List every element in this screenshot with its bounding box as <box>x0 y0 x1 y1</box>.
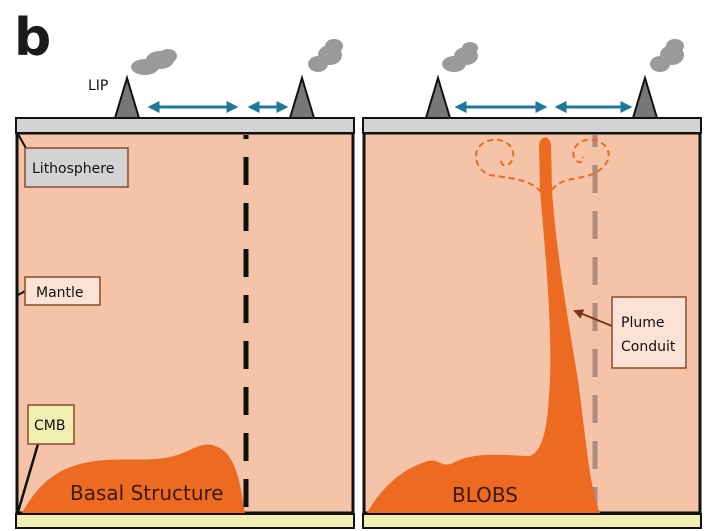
cloud-icon <box>442 42 478 72</box>
volcano-icon <box>424 74 452 119</box>
cloud-icon <box>308 39 343 72</box>
plume-label: Plume <box>621 315 664 331</box>
basal-structure-label: Basal Structure <box>70 481 224 505</box>
pointer-arrow <box>573 309 613 327</box>
leader-line <box>16 443 40 513</box>
blobs-label: BLOBS <box>452 483 518 507</box>
plume-head-swirls <box>475 138 610 193</box>
conduit-label: Conduit <box>621 339 676 355</box>
cmb-layer <box>362 513 702 529</box>
cloud-icon <box>131 49 177 75</box>
basal-structure <box>22 444 245 513</box>
lip-label: LIP <box>88 78 108 94</box>
right-panel: Plume Conduit BLOBS <box>362 39 702 529</box>
panel-letter: b <box>14 8 51 68</box>
volcano-icon <box>631 74 659 119</box>
left-panel: LIP Lithosphere Mantle CMB Basal Structu… <box>15 39 355 529</box>
cmb-label: CMB <box>34 418 65 434</box>
cmb-label-box <box>27 404 75 445</box>
cloud-icon <box>650 39 684 72</box>
plume-conduit-label-box <box>611 296 687 369</box>
volcano-icon <box>288 74 316 119</box>
mantle-label: Mantle <box>36 285 84 301</box>
lithosphere-bar <box>362 117 702 134</box>
mantle-region <box>15 131 355 515</box>
lithosphere-bar <box>15 117 355 134</box>
volcano-icon <box>113 74 141 119</box>
lithosphere-label-box <box>24 147 129 188</box>
plume-conduit <box>367 137 600 513</box>
lithosphere-label: Lithosphere <box>32 161 114 177</box>
mantle-label-box <box>24 276 101 306</box>
cmb-layer <box>15 513 355 529</box>
